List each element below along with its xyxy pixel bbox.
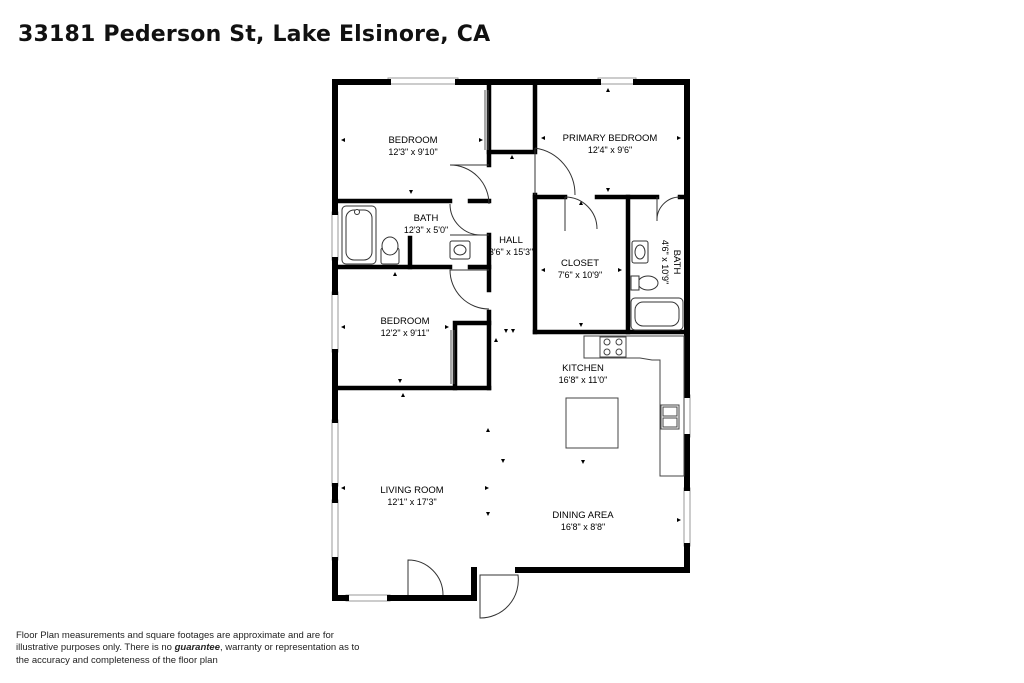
page-title: 33181 Pederson St, Lake Elsinore, CA	[18, 22, 491, 47]
room-name-kitchen: KITCHEN	[562, 363, 604, 374]
room-dims-dining-area: 16'8" x 8'8"	[561, 522, 605, 532]
room-dims-kitchen: 16'8" x 11'0"	[559, 375, 608, 385]
room-name-primary-bedroom: PRIMARY BEDROOM	[563, 133, 658, 144]
room-name-bath-2: BATH	[671, 250, 682, 275]
room-dims-bath: 12'3" x 5'0"	[404, 225, 448, 235]
closet-doors	[450, 90, 489, 384]
stove-icon	[599, 336, 627, 358]
room-name-dining-area: DINING AREA	[552, 510, 614, 521]
room-name-living-room: LIVING ROOM	[380, 485, 443, 496]
room-name-bedroom: BEDROOM	[388, 135, 437, 146]
bath-fixtures	[341, 205, 684, 331]
room-name-hall: HALL	[499, 235, 523, 246]
kitchen-fixtures	[565, 335, 685, 477]
interior-walls	[332, 81, 690, 391]
room-labels: BEDROOM 12'3" x 9'10" PRIMARY BEDROOM 12…	[380, 133, 682, 532]
room-dims-primary-bedroom: 12'4" x 9'6"	[588, 145, 632, 155]
disclaimer-part-1: Floor Plan measurements and square foota…	[16, 629, 334, 654]
disclaimer: Floor Plan measurements and square foota…	[16, 630, 361, 668]
room-dims-living-room: 12'1" x 17'3"	[387, 497, 436, 507]
kitchen-island	[565, 397, 619, 449]
disclaimer-emphasis: guarantee	[174, 642, 220, 653]
door-swings	[407, 147, 681, 619]
room-name-bedroom-2: BEDROOM	[380, 316, 429, 327]
room-name-closet: CLOSET	[561, 258, 599, 269]
disclaimer-part-2: , warranty or representation as to the a…	[16, 642, 360, 666]
room-name-bath: BATH	[414, 213, 439, 224]
room-dims-closet: 7'6" x 10'9"	[558, 270, 602, 280]
room-dims-hall: 3'6" x 15'3"	[489, 247, 533, 257]
room-dims-bedroom-2: 12'2" x 9'11"	[381, 328, 430, 338]
toilet-icon	[637, 275, 659, 291]
room-dims-bath-2: 4'6" x 10'9"	[660, 240, 670, 284]
room-dims-bedroom: 12'3" x 9'10"	[388, 147, 437, 157]
